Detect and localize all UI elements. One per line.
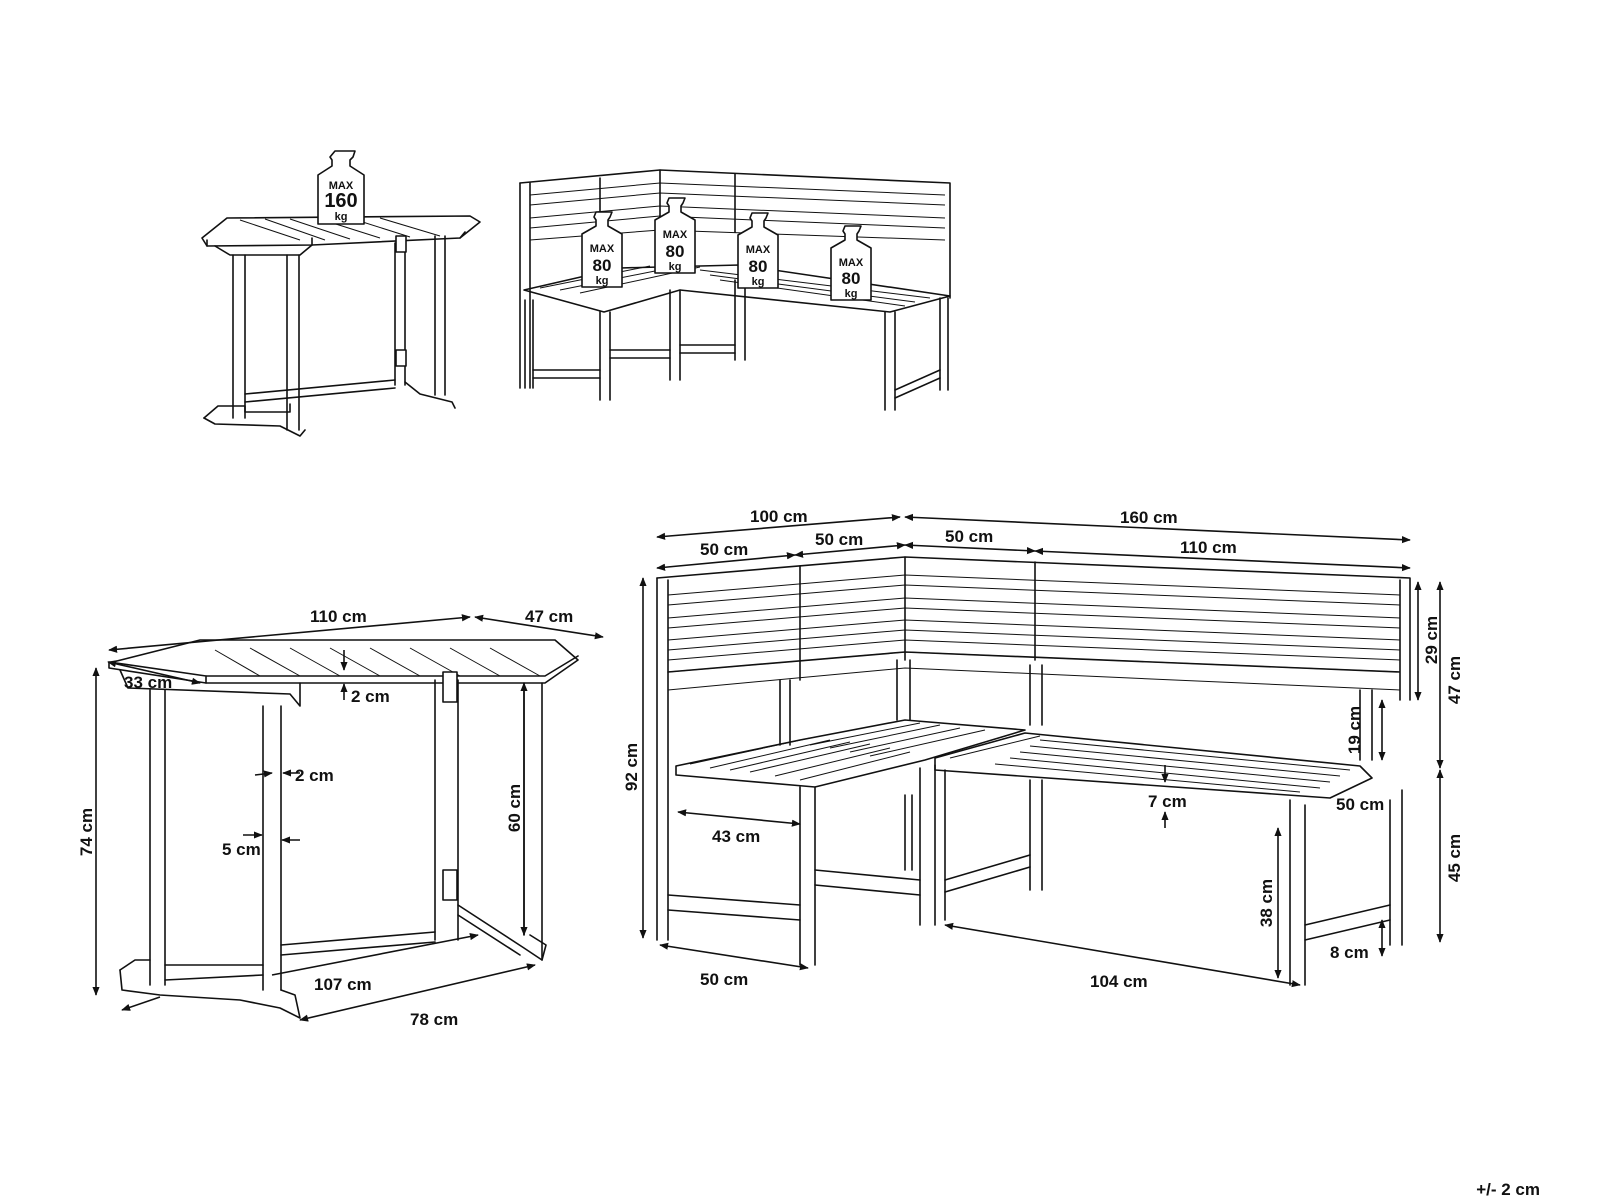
weight-unit: kg [335, 211, 348, 223]
svg-text:80: 80 [749, 257, 768, 276]
dim-bench-right-a: 50 cm [945, 527, 993, 546]
svg-text:kg: kg [752, 276, 765, 288]
dim-bench-back-height: 29 cm [1422, 616, 1441, 664]
weight-icon-bench-1: MAX 80 kg [581, 211, 623, 288]
dim-table-depth-top: 47 cm [525, 607, 573, 626]
dim-table-leg-height: 60 cm [505, 784, 524, 832]
dim-table-height: 74 cm [77, 808, 96, 856]
svg-text:kg: kg [596, 275, 609, 287]
dim-bench-leg-foot: 8 cm [1330, 943, 1369, 962]
small-table-drawing [201, 215, 481, 437]
dim-table-leg-width: 5 cm [222, 840, 261, 859]
weight-label-max: MAX [329, 180, 354, 192]
dim-bench-base-left: 50 cm [700, 970, 748, 989]
dim-bench-seat-slat: 7 cm [1148, 792, 1187, 811]
svg-text:80: 80 [666, 242, 685, 261]
dim-table-base-length: 107 cm [314, 975, 372, 994]
weight-icon-bench-4: MAX 80 kg [830, 225, 872, 301]
svg-text:MAX: MAX [663, 229, 688, 241]
dim-bench-left-b: 50 cm [815, 530, 863, 549]
weight-icon-bench-3: MAX 80 kg [737, 212, 779, 289]
dim-bench-leg-inner: 38 cm [1257, 879, 1276, 927]
dim-bench-right-b: 110 cm [1180, 538, 1237, 557]
svg-text:MAX: MAX [590, 243, 615, 255]
dim-bench-back-total: 47 cm [1445, 656, 1464, 704]
weight-value: 160 [324, 190, 357, 212]
dim-table-leg-thickness: 2 cm [295, 766, 334, 785]
dim-table-base-depth: 78 cm [410, 1010, 458, 1029]
small-corner-bench-drawing [519, 169, 951, 411]
weight-icon-table: MAX 160 kg [317, 150, 365, 225]
dim-table-depth-side: 33 cm [124, 673, 172, 692]
dim-bench-seat-gap: 19 cm [1345, 706, 1364, 754]
dim-table-top-thickness: 2 cm [351, 687, 390, 706]
svg-text:80: 80 [842, 269, 861, 288]
dim-bench-seat-height: 45 cm [1445, 834, 1464, 882]
dim-bench-seat-depth-inner: 43 cm [712, 827, 760, 846]
svg-text:80: 80 [593, 256, 612, 275]
tolerance-note: +/- 2 cm [1476, 1180, 1540, 1199]
large-corner-bench-drawing [656, 556, 1411, 986]
svg-text:kg: kg [845, 288, 858, 300]
dim-bench-left-a: 50 cm [700, 540, 748, 559]
dim-bench-left-total: 100 cm [750, 507, 808, 526]
table-dimension-lines [92, 614, 604, 1022]
bench-dimension-lines [639, 513, 1444, 988]
dim-bench-seat-depth: 50 cm [1336, 795, 1384, 814]
svg-text:MAX: MAX [839, 257, 864, 269]
dim-bench-base-right: 104 cm [1090, 972, 1148, 991]
svg-text:MAX: MAX [746, 244, 771, 256]
dim-bench-height-total: 92 cm [622, 743, 641, 791]
svg-text:kg: kg [669, 261, 682, 273]
dim-table-length: 110 cm [310, 607, 367, 626]
weight-icon-bench-2: MAX 80 kg [654, 197, 696, 274]
dim-bench-right-total: 160 cm [1120, 508, 1178, 527]
